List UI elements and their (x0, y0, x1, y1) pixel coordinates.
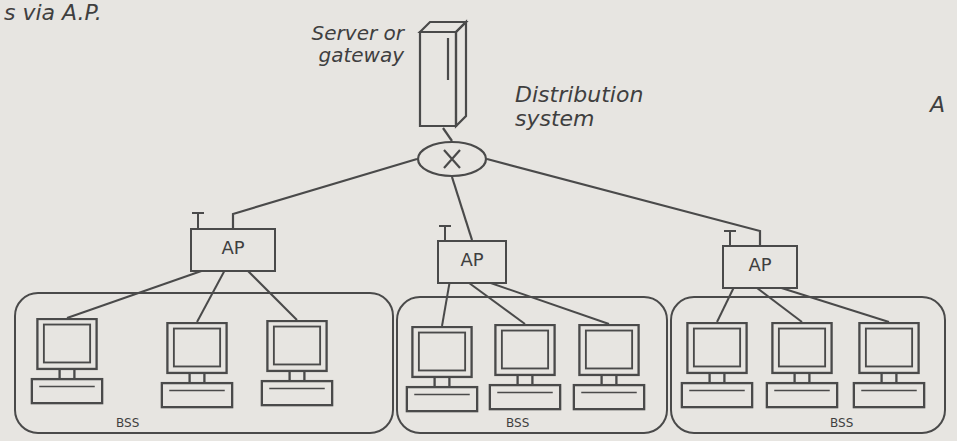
bss-region: BSS (396, 296, 668, 434)
network-link (452, 177, 472, 240)
access-point: AP (190, 228, 276, 272)
ap-label: AP (192, 230, 274, 258)
region-label: BSS (506, 417, 529, 430)
network-link (487, 159, 760, 245)
bss-region: BSS (670, 296, 946, 434)
access-point: AP (722, 245, 798, 289)
node-label: Distribution system (515, 83, 705, 131)
region-label: BSS (116, 417, 139, 430)
server-box: Server or gateway (418, 20, 468, 128)
ap-label: AP (439, 242, 505, 270)
server-outline (418, 20, 468, 128)
region-label: BSS (830, 417, 853, 430)
access-point: AP (437, 240, 507, 284)
note-fragment: s via A.P. (4, 0, 102, 25)
network-link (443, 128, 452, 141)
switch-ellipse: Distribution system (417, 141, 487, 177)
computer-icons (32, 319, 924, 411)
bss-region: BSS (14, 292, 394, 434)
switch-outline (417, 141, 487, 177)
ap-label: AP (724, 247, 796, 275)
node-label: Server or gateway (284, 22, 404, 66)
note-fragment: A (930, 92, 945, 117)
network-link (233, 159, 417, 228)
